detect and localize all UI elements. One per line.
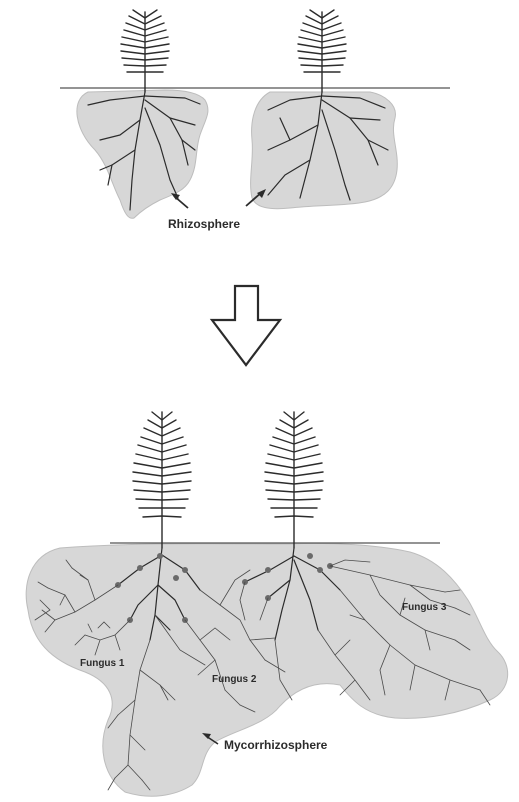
plant-shoot-left-top: [121, 10, 169, 92]
plant-shoot-left-bottom: [133, 412, 191, 548]
bottom-panel: Fungus 1 Fungus 2 Fungus 3 Mycorrhizosph…: [26, 412, 508, 796]
fungus-3-label: Fungus 3: [402, 602, 447, 613]
fungus-1-label: Fungus 1: [80, 658, 125, 669]
top-panel: Rhizosphere: [60, 10, 450, 231]
down-arrow-outline-icon: [212, 286, 280, 365]
rhizosphere-label: Rhizosphere: [168, 217, 240, 231]
mycorrhizosphere-label: Mycorrhizosphere: [224, 738, 328, 752]
mycorrhizosphere-zone: [26, 543, 508, 796]
fungus-2-label: Fungus 2: [212, 674, 257, 685]
plant-shoot-right-top: [298, 10, 346, 92]
plant-shoot-right-bottom: [265, 412, 323, 548]
rhizosphere-zone-right: [251, 92, 398, 209]
